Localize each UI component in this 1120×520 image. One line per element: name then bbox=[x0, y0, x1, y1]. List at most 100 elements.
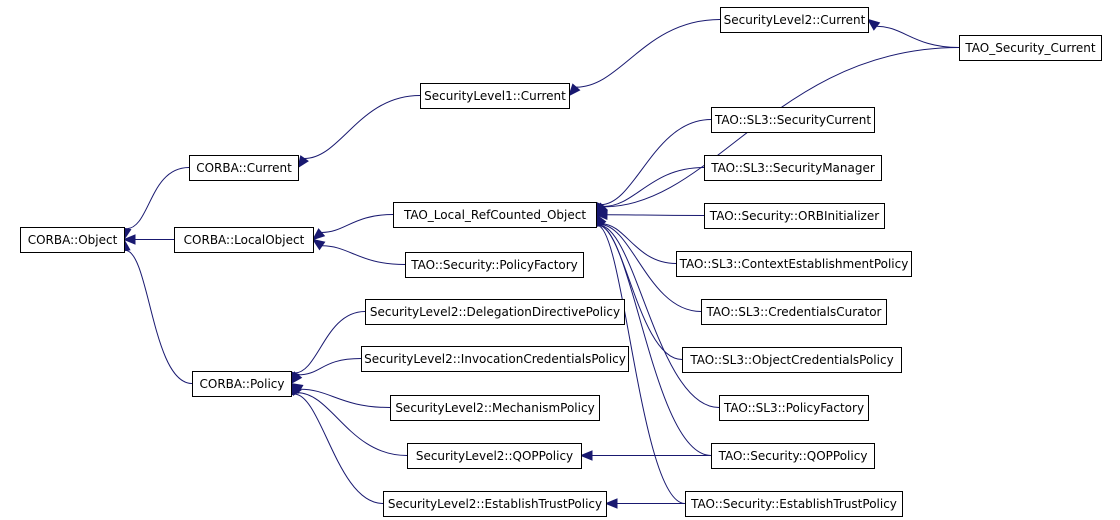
class-node-sl2-current[interactable]: SecurityLevel2::Current bbox=[720, 7, 869, 33]
class-node-tao-security-current[interactable]: TAO_Security_Current bbox=[959, 35, 1102, 61]
inheritance-edge bbox=[568, 19, 721, 97]
class-node-sl2-invocationcreds[interactable]: SecurityLevel2::InvocationCredentialsPol… bbox=[361, 346, 629, 372]
edge-arrowhead bbox=[579, 450, 593, 461]
inheritance-edge bbox=[604, 498, 685, 509]
class-box bbox=[390, 395, 600, 421]
edge-arrowhead bbox=[311, 238, 326, 251]
class-box bbox=[704, 155, 882, 181]
edge-line bbox=[601, 223, 677, 264]
inheritance-edge bbox=[120, 238, 193, 384]
edge-line bbox=[598, 224, 720, 408]
inheritance-edge bbox=[595, 167, 705, 216]
edge-line bbox=[125, 249, 193, 384]
class-node-sl3-policyfactory[interactable]: TAO::SL3::PolicyFactory bbox=[719, 395, 869, 421]
class-label: TAO::Security::EstablishTrustPolicy bbox=[690, 497, 897, 511]
class-node-sl2-qop[interactable]: SecurityLevel2::QOPPolicy bbox=[407, 443, 582, 469]
inheritance-edge bbox=[311, 238, 406, 265]
class-node-sl3-securitymanager[interactable]: TAO::SL3::SecurityManager bbox=[704, 155, 882, 181]
edge-line bbox=[597, 224, 686, 504]
class-box bbox=[711, 443, 875, 469]
inheritance-edge bbox=[289, 382, 391, 408]
class-box bbox=[365, 299, 625, 325]
edge-line bbox=[294, 311, 366, 374]
class-box bbox=[192, 371, 292, 397]
class-node-tao-security-qop[interactable]: TAO::Security::QOPPolicy bbox=[711, 443, 875, 469]
class-box bbox=[407, 443, 582, 469]
class-label: SecurityLevel2::EstablishTrustPolicy bbox=[388, 497, 602, 511]
class-box bbox=[719, 395, 869, 421]
class-label: TAO::SL3::CredentialsCurator bbox=[705, 305, 881, 319]
inheritance-edge bbox=[289, 311, 366, 385]
class-label: TAO::SL3::ContextEstablishmentPolicy bbox=[679, 257, 909, 271]
class-node-tao-security-policyfactory[interactable]: TAO::Security::PolicyFactory bbox=[405, 252, 584, 278]
class-node-corba-current[interactable]: CORBA::Current bbox=[189, 155, 299, 181]
edge-line bbox=[598, 224, 712, 456]
diagram-nodes: CORBA::Object CORBA::CurrentCORBA::LocalO… bbox=[20, 7, 1102, 517]
class-node-tao-security-establishtrust[interactable]: TAO::Security::EstablishTrustPolicy bbox=[685, 491, 903, 517]
class-box bbox=[682, 347, 902, 373]
class-box bbox=[420, 83, 570, 109]
class-label: CORBA::Object bbox=[28, 233, 118, 247]
class-label: TAO_Local_RefCounted_Object bbox=[403, 208, 586, 222]
class-node-tao-security-orbinit[interactable]: TAO::Security::ORBInitializer bbox=[704, 203, 885, 229]
class-node-sl2-delegation[interactable]: SecurityLevel2::DelegationDirectivePolic… bbox=[365, 299, 625, 325]
edge-line bbox=[304, 95, 421, 160]
edge-line bbox=[603, 167, 705, 207]
class-label: TAO::Security::ORBInitializer bbox=[709, 209, 879, 223]
class-node-corba-object[interactable]: CORBA::Object bbox=[20, 227, 125, 253]
class-label: TAO::SL3::SecurityManager bbox=[710, 161, 875, 175]
class-label: SecurityLevel2::InvocationCredentialsPol… bbox=[364, 352, 626, 366]
class-label: CORBA::Policy bbox=[200, 377, 285, 391]
class-box bbox=[959, 35, 1102, 61]
class-node-sl2-establishtrust[interactable]: SecurityLevel2::EstablishTrustPolicy bbox=[383, 491, 607, 517]
inheritance-edge bbox=[866, 18, 960, 48]
class-box bbox=[393, 202, 597, 228]
inheritance-edge bbox=[290, 382, 408, 456]
edge-arrowhead bbox=[594, 209, 608, 221]
class-box bbox=[685, 491, 903, 517]
class-box bbox=[676, 251, 912, 277]
edge-line bbox=[321, 214, 394, 233]
diagram-edges bbox=[120, 18, 960, 509]
class-box bbox=[701, 299, 887, 325]
class-label: TAO::Security::PolicyFactory bbox=[410, 258, 578, 272]
class-node-sl1-current[interactable]: SecurityLevel1::Current bbox=[420, 83, 570, 109]
edge-line bbox=[600, 224, 702, 312]
class-label: SecurityLevel2::QOPPolicy bbox=[416, 449, 573, 463]
class-box bbox=[405, 252, 584, 278]
class-label: CORBA::LocalObject bbox=[184, 233, 305, 247]
class-box bbox=[174, 227, 314, 253]
class-node-tao-local-refcounted-object[interactable]: TAO_Local_RefCounted_Object bbox=[393, 202, 597, 228]
inheritance-edge bbox=[290, 358, 362, 385]
class-label: TAO::SL3::PolicyFactory bbox=[723, 401, 864, 415]
edge-line bbox=[126, 167, 190, 230]
edge-line bbox=[297, 392, 408, 456]
class-node-sl3-contextestablishment[interactable]: TAO::SL3::ContextEstablishmentPolicy bbox=[676, 251, 912, 277]
edge-arrowhead bbox=[568, 83, 581, 97]
inheritance-edge bbox=[297, 95, 421, 169]
class-box bbox=[189, 155, 299, 181]
class-node-sl3-objectcredentials[interactable]: TAO::SL3::ObjectCredentialsPolicy bbox=[682, 347, 902, 373]
class-node-corba-policy[interactable]: CORBA::Policy bbox=[192, 371, 292, 397]
inheritance-edge bbox=[289, 382, 384, 504]
class-label: TAO::SL3::SecurityCurrent bbox=[714, 113, 871, 127]
class-node-sl3-securitycurrent[interactable]: TAO::SL3::SecurityCurrent bbox=[711, 107, 875, 133]
class-box bbox=[720, 7, 869, 33]
inheritance-edge bbox=[311, 214, 394, 241]
inheritance-edge bbox=[595, 119, 712, 216]
class-node-sl3-credentialscurator[interactable]: TAO::SL3::CredentialsCurator bbox=[701, 299, 887, 325]
edge-line bbox=[576, 19, 721, 88]
edge-arrowhead bbox=[122, 234, 136, 245]
class-box bbox=[361, 346, 629, 372]
edge-line bbox=[876, 25, 960, 48]
class-label: SecurityLevel1::Current bbox=[424, 89, 566, 103]
class-label: CORBA::Current bbox=[196, 161, 292, 175]
edge-arrowhead bbox=[866, 18, 881, 31]
class-box bbox=[704, 203, 885, 229]
edge-line bbox=[300, 388, 391, 408]
class-box bbox=[383, 491, 607, 517]
class-box bbox=[711, 107, 875, 133]
class-node-corba-localobject[interactable]: CORBA::LocalObject bbox=[174, 227, 314, 253]
inheritance-edge bbox=[594, 209, 705, 221]
class-node-sl2-mechanism[interactable]: SecurityLevel2::MechanismPolicy bbox=[390, 395, 600, 421]
